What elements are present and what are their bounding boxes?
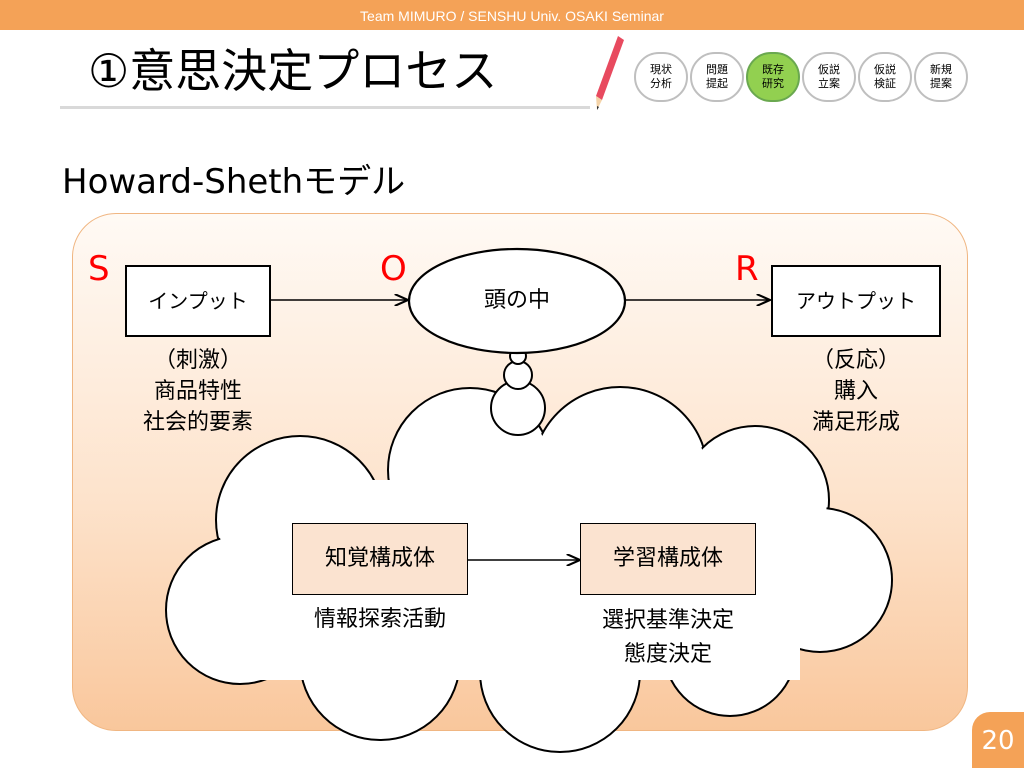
pencil-icon: [596, 36, 624, 110]
output-description: （反応） 購入 満足形成: [770, 345, 942, 438]
step-4-line1: 仮説: [818, 63, 840, 76]
thought-bubble-medium: [503, 360, 533, 390]
perception-description: 情報探索活動: [313, 607, 446, 632]
learning-desc-line-2: 態度決定: [623, 642, 712, 667]
step-2-line1: 問題: [706, 63, 728, 76]
step-6-line1: 新規: [930, 63, 952, 76]
r-letter: R: [735, 249, 759, 289]
step-3: 既存 研究: [746, 52, 800, 102]
step-6-line2: 提案: [930, 77, 952, 90]
step-4: 仮説 立案: [802, 52, 856, 102]
step-4-line2: 立案: [818, 77, 840, 90]
head-label: 頭の中: [483, 288, 550, 313]
page-number: 20: [972, 712, 1024, 768]
output-desc-line-1: （反応）: [811, 348, 900, 373]
step-3-line1: 既存: [762, 63, 784, 76]
learning-desc-line-1: 選択基準決定: [601, 608, 734, 633]
input-desc-line-1: （刺激）: [153, 348, 242, 373]
step-1-line1: 現状: [650, 63, 672, 76]
input-box: インプット: [125, 265, 271, 337]
step-5-line2: 検証: [874, 77, 896, 90]
step-1-line2: 分析: [650, 77, 672, 90]
s-letter: S: [88, 249, 110, 289]
step-2-line2: 提起: [706, 77, 728, 90]
step-1: 現状 分析: [634, 52, 688, 102]
input-description: （刺激） 商品特性 社会的要素: [110, 345, 286, 438]
output-desc-line-2: 購入: [833, 379, 878, 404]
header-text: Team MIMURO / SENSHU Univ. OSAKI Seminar: [360, 8, 664, 24]
slide-title: ①意思決定プロセス: [88, 44, 498, 98]
step-5-line1: 仮説: [874, 63, 896, 76]
model-subtitle: Howard-Shethモデル: [62, 162, 406, 202]
header-bar: [0, 0, 1024, 30]
learning-box: 学習構成体: [580, 523, 756, 595]
input-desc-line-2: 商品特性: [153, 379, 242, 404]
process-steps: 現状 分析 問題 提起 既存 研究 仮説 立案 仮説 検証 新規 提案: [634, 52, 974, 104]
title-underline: [60, 106, 590, 109]
output-desc-line-3: 満足形成: [811, 410, 900, 435]
step-6: 新規 提案: [914, 52, 968, 102]
step-5: 仮説 検証: [858, 52, 912, 102]
step-3-line2: 研究: [762, 77, 784, 90]
output-box: アウトプット: [771, 265, 941, 337]
learning-description: 選択基準決定 態度決定: [566, 604, 770, 672]
step-2: 問題 提起: [690, 52, 744, 102]
o-letter: O: [380, 249, 407, 289]
input-desc-line-3: 社会的要素: [142, 410, 253, 435]
perception-box: 知覚構成体: [292, 523, 468, 595]
